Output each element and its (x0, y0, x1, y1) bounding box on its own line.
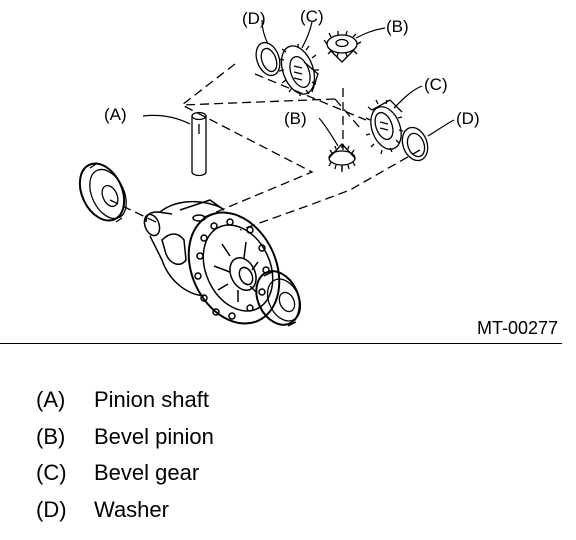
callout-bevel-gear-top: (C) (300, 7, 324, 26)
legend-key: (C) (36, 460, 67, 485)
assembly-guide-lines (109, 63, 421, 231)
callout-pinion-shaft: (A) (104, 105, 127, 124)
figure-id: MT-00277 (476, 318, 558, 338)
legend-label: Pinion shaft (94, 387, 209, 412)
legend-key: (A) (36, 387, 66, 412)
legend-label: Washer (94, 496, 169, 522)
bevel-pinion-mid (328, 143, 356, 172)
legend-item: (A) Pinion shaft (36, 384, 214, 421)
differential-exploded-diagram: (A) (D) (C) (B) (B) (C) (D) (78, 7, 480, 327)
pinion-shaft (191, 111, 207, 177)
parts-legend: (A) Pinion shaft (B) Bevel pinion (C) Bevel… (36, 384, 214, 530)
legend-item: (B) Bevel pinion (36, 421, 214, 458)
leader-lines (142, 19, 455, 147)
callout-washer-right: (D) (456, 109, 480, 128)
washer-right (401, 126, 429, 162)
legend-item: (C) Bevel gear (36, 457, 214, 494)
right-bearing (255, 270, 302, 327)
callout-washer-top: (D) (242, 9, 266, 28)
callout-bevel-pinion-mid: (B) (284, 109, 307, 128)
legend-label: Bevel pinion (94, 423, 214, 449)
bevel-gear-top (278, 44, 319, 96)
divider (0, 343, 562, 344)
left-bearing (78, 162, 127, 223)
bevel-gear-right (365, 99, 404, 155)
legend-key: (D) (36, 496, 67, 522)
callout-bevel-pinion-top: (B) (386, 17, 409, 36)
differential-case (143, 199, 281, 325)
legend-label: Bevel gear (94, 460, 200, 485)
legend-item: (D) Washer (36, 494, 214, 531)
washer-top (255, 41, 281, 77)
callout-bevel-gear-right: (C) (424, 75, 448, 94)
legend-key: (B) (36, 423, 66, 449)
bevel-pinion-top (323, 30, 362, 63)
